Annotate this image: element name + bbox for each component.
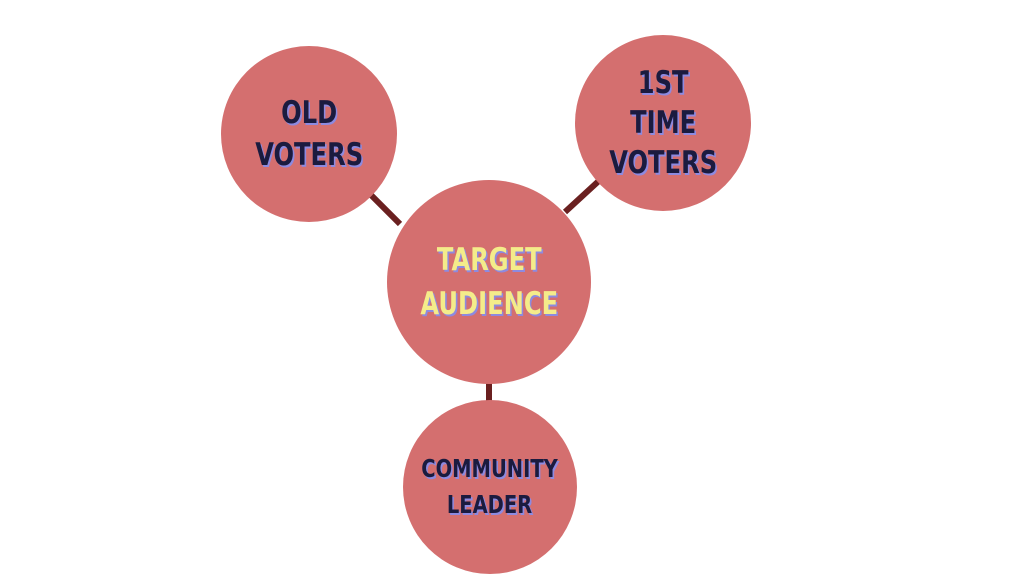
node-first-time-voters-label: 1ST TIME VOTERS — [609, 65, 717, 181]
node-target-audience: TARGET AUDIENCE — [387, 180, 591, 384]
node-community-leader-label: COMMUNITY LEADER — [421, 454, 559, 519]
node-community-leader: COMMUNITY LEADER — [403, 400, 577, 574]
node-old-voters: OLD VOTERS — [221, 46, 397, 222]
connector-center-old-voters — [367, 191, 403, 227]
connector-center-first-time-voters — [562, 175, 605, 215]
node-old-voters-label: OLD VOTERS — [255, 95, 363, 173]
node-target-audience-label: TARGET AUDIENCE — [420, 242, 558, 322]
node-first-time-voters: 1ST TIME VOTERS — [575, 35, 751, 211]
